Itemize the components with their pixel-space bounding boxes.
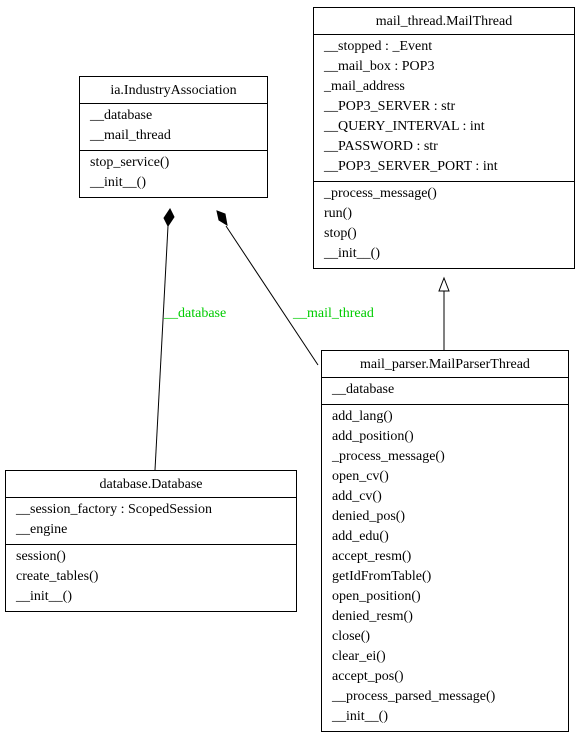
composition-diamond-mail-thread	[216, 210, 228, 227]
method-item: add_lang()	[332, 409, 393, 424]
attribute-item: __QUERY_INTERVAL : int	[324, 119, 485, 134]
method-item: add_cv()	[332, 489, 382, 504]
attribute-item: __mail_thread	[90, 128, 171, 143]
attribute-item: __stopped : _Event	[324, 39, 433, 54]
class-industry-association: ia.IndustryAssociation __database __mail_…	[79, 76, 268, 198]
method-item: denied_resm()	[332, 609, 413, 624]
edge-label-database: __database	[164, 306, 227, 321]
attribute-item: __POP3_SERVER : str	[324, 99, 456, 114]
class-database: database.Database __session_factory : Sc…	[5, 470, 297, 612]
method-item: stop()	[324, 226, 357, 241]
method-item: clear_ei()	[332, 649, 386, 664]
attribute-item: _mail_address	[324, 79, 405, 94]
method-item: accept_resm()	[332, 549, 412, 564]
class-title: mail_thread.MailThread	[314, 8, 574, 35]
method-item: __init__()	[90, 175, 146, 190]
method-item: __init__()	[16, 589, 72, 604]
composition-edge-mail-thread	[225, 225, 319, 366]
method-item: open_cv()	[332, 469, 389, 484]
edge-label-mail-thread: __mail_thread	[293, 306, 374, 321]
class-mail-thread: mail_thread.MailThread __stopped : _Even…	[313, 7, 575, 269]
method-item: stop_service()	[90, 155, 170, 170]
method-item: denied_pos()	[332, 509, 406, 524]
attribute-item: __POP3_SERVER_PORT : int	[324, 159, 498, 174]
attribute-item: __engine	[16, 522, 68, 537]
method-item: accept_pos()	[332, 669, 404, 684]
attributes-section: __stopped : _Event __mail_box : POP3 _mail…	[314, 35, 574, 181]
attribute-item: __database	[332, 382, 395, 397]
composition-diamond-database	[163, 208, 175, 227]
attribute-item: __database	[90, 108, 153, 123]
class-title: ia.IndustryAssociation	[80, 77, 267, 104]
method-item: run()	[324, 206, 352, 221]
attribute-item: __mail_box : POP3	[324, 59, 435, 74]
method-item: __process_parsed_message()	[332, 689, 496, 704]
method-item: close()	[332, 629, 371, 644]
method-item: create_tables()	[16, 569, 99, 584]
methods-section: session() create_tables() __init__()	[6, 544, 296, 611]
method-item: __init__()	[332, 709, 388, 724]
method-item: open_position()	[332, 589, 421, 604]
inheritance-arrowhead	[438, 276, 450, 292]
method-item: add_position()	[332, 429, 414, 444]
methods-section: stop_service() __init__()	[80, 150, 267, 197]
method-item: __init__()	[324, 246, 380, 261]
attribute-item: __PASSWORD : str	[324, 139, 438, 154]
method-item: session()	[16, 549, 66, 564]
composition-edge-database	[154, 225, 169, 471]
attributes-section: __database __mail_thread	[80, 104, 267, 150]
attributes-section: __database	[322, 378, 568, 404]
methods-section: add_lang() add_position() _process_message…	[322, 404, 568, 731]
class-title: mail_parser.MailParserThread	[322, 351, 568, 378]
class-title: database.Database	[6, 471, 296, 498]
class-mail-parser-thread: mail_parser.MailParserThread __database …	[321, 350, 569, 732]
method-item: _process_message()	[332, 449, 445, 464]
method-item: _process_message()	[324, 186, 437, 201]
attributes-section: __session_factory : ScopedSession __engin…	[6, 498, 296, 544]
method-item: add_edu()	[332, 529, 389, 544]
attribute-item: __session_factory : ScopedSession	[16, 502, 212, 517]
methods-section: _process_message() run() stop() __init__()	[314, 181, 574, 268]
method-item: getIdFromTable()	[332, 569, 432, 584]
